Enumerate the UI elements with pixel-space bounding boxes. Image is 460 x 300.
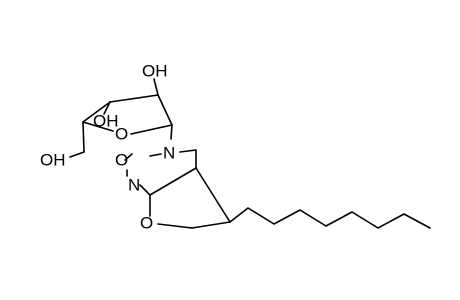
bond-c1-c2 xyxy=(157,94,173,126)
label-n-ring: N xyxy=(128,176,140,195)
bond-c3-c4 xyxy=(82,101,111,123)
octyl-chain xyxy=(229,207,431,229)
bond-o-c6 xyxy=(157,223,193,229)
bond-c5-c4a xyxy=(195,167,231,223)
label-o-ring: O xyxy=(115,125,128,144)
bond-c7a-c4a xyxy=(149,167,197,196)
pyrimidine-ring xyxy=(124,149,197,196)
bond-c3-oh xyxy=(103,101,111,115)
bond-c4-o xyxy=(82,121,114,132)
label-oh-top: OH xyxy=(142,62,168,81)
bond-n-c2 xyxy=(149,153,162,157)
bond-c5-oh xyxy=(69,151,85,158)
chain-bonds xyxy=(229,207,431,229)
bond-c6-c5 xyxy=(191,221,231,229)
bond-c2-c3 xyxy=(109,94,159,103)
label-o-carbonyl: O xyxy=(115,151,128,170)
bond-c4-c5 xyxy=(82,121,85,153)
sugar-ring xyxy=(69,78,173,158)
label-n-glyco: N xyxy=(163,144,175,163)
atom-labels: OH OH OH O N O N O xyxy=(40,62,175,233)
bond-c2-o-double xyxy=(124,153,133,161)
label-oh-mid: OH xyxy=(93,112,119,131)
bond-n3-c7a xyxy=(139,184,151,196)
furan-ring xyxy=(149,167,231,229)
bond-c1-n xyxy=(170,124,173,140)
bond-c4-n xyxy=(179,149,197,153)
bond-c2-oh xyxy=(153,78,159,96)
label-o-furan: O xyxy=(140,214,153,233)
bond-o-c1 xyxy=(130,124,173,135)
label-oh-left: OH xyxy=(40,151,66,170)
